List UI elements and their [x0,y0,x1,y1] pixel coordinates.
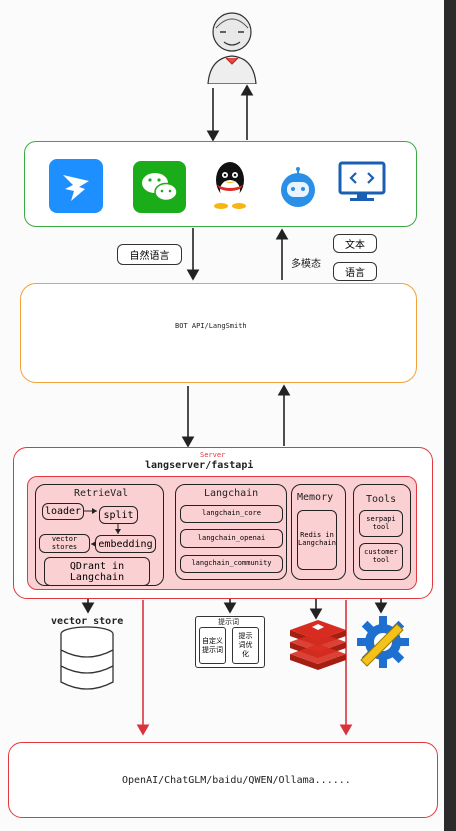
prompt-custom-label: 自定义提示词 [202,636,223,654]
prompt-optimize-label: 提示词优化 [238,632,253,658]
voice-label: 语言 [333,262,377,281]
prompt-optimize-node: 提示词优化 [232,627,259,664]
connector-arrows [81,84,388,736]
prompt-title: 提示词 [218,618,239,626]
loader-node: loader [42,503,84,520]
retrieval-title: RetrieVal [74,488,129,499]
tools-title: Tools [366,494,397,505]
code-monitor-icon [338,161,386,201]
wechat-icon [133,161,186,213]
langchain-community-node: langchain_community [180,555,283,573]
serpapi-node: serpapi tool [359,510,403,537]
tools-gear-icon [357,616,409,668]
langchain-openai-node: langchain_openai [180,529,283,548]
multimodal-label: 多模态 [291,259,321,270]
split-node: split [99,506,138,524]
text-label: 文本 [333,234,377,253]
langchain-title: Langchain [204,488,259,499]
vector-store-label: vector store [51,616,124,627]
qdrant-node: QDrant in Langchain [44,557,150,586]
database-icon [60,626,114,690]
langchain-core-node: langchain_core [180,505,283,523]
bot-api-box [20,283,417,383]
redis-logo-icon [290,620,346,670]
vector-stores-node: vector stores [39,534,90,553]
user-person-icon [207,12,257,84]
prompt-box [195,616,265,668]
natural-language-label: 自然语言 [117,244,182,265]
llm-box [8,742,438,818]
bot-api-label: BOT API/LangSmith [175,322,247,330]
memory-title: Memory [297,492,334,503]
server-title: langserver/fastapi [145,460,254,471]
diagram-canvas: 自然语言 多模态 文本 语言 BOT API/LangSmith Server … [0,0,444,831]
retrieval-arrows [84,508,121,547]
qq-penguin-icon [214,162,246,209]
robot-bot-icon [281,167,315,207]
dingtalk-icon [49,159,103,213]
customer-tool-node: customer tool [359,543,403,571]
prompt-custom-node: 自定义提示词 [199,627,226,664]
server-tag: Server [200,451,226,459]
redis-node: Redis in Langchain [297,510,337,570]
llm-providers-label: OpenAI/ChatGLM/baidu/QWEN/Ollama...... [122,775,351,786]
